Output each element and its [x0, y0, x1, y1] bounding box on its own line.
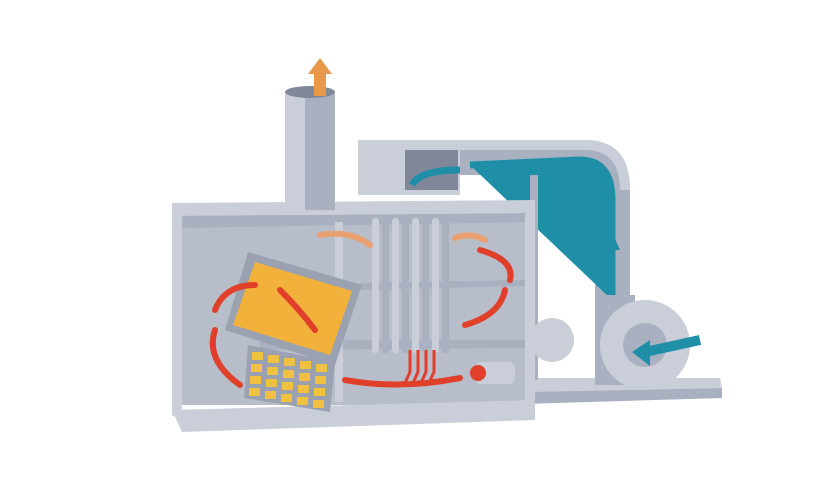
- grid-cell: [284, 358, 295, 366]
- tube: [372, 218, 379, 353]
- chimney: [285, 86, 335, 210]
- grid-cell: [266, 379, 277, 387]
- grid-cell: [299, 373, 310, 381]
- grid-cell: [251, 364, 262, 372]
- exhaust-arrow-icon: [308, 58, 332, 96]
- motor: [470, 362, 515, 384]
- burner-grid: [244, 345, 335, 412]
- grid-cell: [300, 361, 311, 369]
- gas-line: [410, 350, 420, 386]
- gas-line: [402, 350, 412, 386]
- grid-cell: [316, 364, 327, 372]
- grid-cell: [313, 400, 324, 408]
- grid-cell: [249, 388, 260, 396]
- grid-cell: [297, 397, 308, 405]
- grid-cell: [250, 376, 261, 384]
- duct-box: [358, 140, 461, 195]
- hot-air-flow: [209, 230, 514, 388]
- tube: [402, 218, 409, 353]
- tube: [422, 218, 429, 353]
- grid-cell: [298, 385, 309, 393]
- grid-cell: [267, 367, 278, 375]
- tube: [412, 218, 419, 353]
- tube: [442, 218, 449, 353]
- heat-exchanger-tubes: [372, 218, 449, 386]
- grid-cell: [252, 352, 263, 360]
- grid-cell: [314, 388, 325, 396]
- grid-cell: [315, 376, 326, 384]
- grid-cell: [283, 370, 294, 378]
- grid-cell: [281, 394, 292, 402]
- tube: [432, 218, 439, 353]
- grid-cell: [282, 382, 293, 390]
- grid-cell: [265, 391, 276, 399]
- tube: [392, 218, 399, 353]
- grid-cell: [268, 355, 279, 363]
- tube: [382, 218, 389, 353]
- blower-fan: [530, 295, 702, 390]
